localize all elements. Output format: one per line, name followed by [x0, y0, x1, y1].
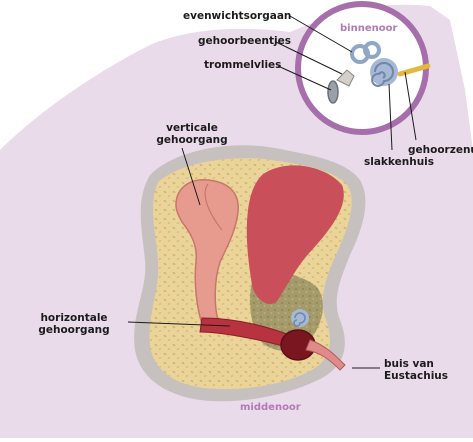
label-horizontale-line1: horizontale: [40, 312, 108, 324]
verticale-gehoorgang-shape: [175, 179, 239, 325]
label-verticale-gehoorgang: verticale gehoorgang: [152, 122, 232, 146]
label-gehoorbeentjes: gehoorbeentjes: [198, 35, 291, 47]
label-buis-line1: buis van: [384, 358, 434, 370]
inset-gehoorbeentjes: [336, 69, 355, 87]
inset-binnenoor: [295, 1, 431, 135]
leader-lines: [127, 15, 417, 369]
label-trommelvlies: trommelvlies: [204, 59, 282, 71]
middle-ear-cochlea: [291, 309, 309, 327]
inset-slakkenhuis: [370, 58, 398, 87]
temporal-muscle: [246, 165, 344, 305]
inset-evenwichtsorgaan: [350, 41, 381, 64]
label-buis-van-eustachius: buis van Eustachius: [384, 358, 448, 382]
inset-trommelvlies: [327, 80, 339, 104]
label-horizontale-gehoorgang: horizontale gehoorgang: [24, 312, 124, 336]
label-horizontale-line2: gehoorgang: [38, 324, 110, 336]
label-buis-line2: Eustachius: [384, 370, 449, 382]
buis-van-eustachius-shape: [305, 339, 346, 371]
label-verticale-line1: verticale: [166, 122, 218, 134]
label-binnenoor: binnenoor: [340, 23, 398, 34]
label-evenwichtsorgaan: evenwichtsorgaan: [183, 10, 292, 22]
label-verticale-line2: gehoorgang: [156, 134, 228, 146]
label-slakkenhuis: slakkenhuis: [364, 156, 435, 168]
label-gehoorzenuw: gehoorzenuw: [408, 144, 473, 156]
label-middenoor: middenoor: [240, 402, 301, 413]
